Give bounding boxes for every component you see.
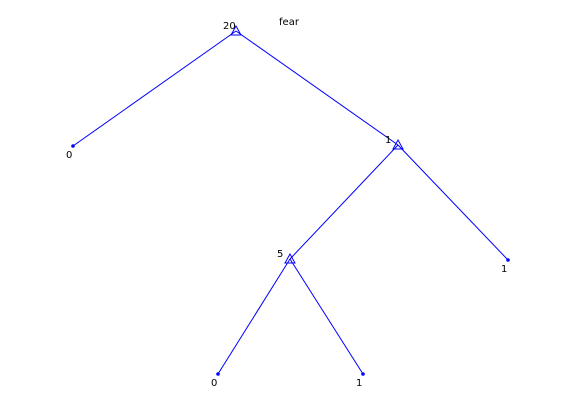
nodes-layer: 20 0 1 5 1 0 1 <box>66 21 510 389</box>
node-label: 1 <box>501 264 507 275</box>
triangle-node-icon <box>392 138 404 150</box>
dot-node-icon <box>506 258 510 262</box>
split-node-n20: 20 <box>223 21 242 36</box>
node-label: 1 <box>356 378 362 389</box>
leaf-node-l0a: 0 <box>66 144 75 161</box>
edges-layer <box>72 30 509 375</box>
edge-n5-l0b <box>217 258 291 375</box>
dot-node-icon <box>361 372 365 376</box>
leaf-node-l1b: 1 <box>356 372 365 389</box>
edge-n20-l0a <box>72 30 237 147</box>
leaf-node-l0b: 0 <box>211 372 220 389</box>
triangle-node-icon <box>230 24 242 36</box>
triangle-node-icon <box>284 252 296 264</box>
edge-n20-n1 <box>235 30 399 146</box>
edge-n1-n5 <box>289 144 399 260</box>
node-label: 1 <box>385 135 391 146</box>
node-label: 20 <box>223 21 236 32</box>
edge-n5-l1b <box>289 258 364 375</box>
node-label: 0 <box>66 150 72 161</box>
split-node-n1: 1 <box>385 135 404 150</box>
dot-node-icon <box>71 144 75 148</box>
split-node-n5: 5 <box>277 249 296 264</box>
tree-title: fear <box>279 17 300 28</box>
dot-node-icon <box>216 372 220 376</box>
edge-n1-l1a <box>397 144 509 261</box>
leaf-node-l1a: 1 <box>501 258 510 275</box>
node-label: 0 <box>211 378 217 389</box>
node-label: 5 <box>277 249 283 260</box>
